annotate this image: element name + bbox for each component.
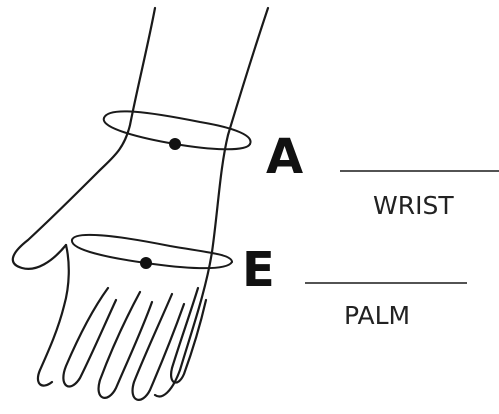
- palm-letter: E: [242, 242, 275, 298]
- palm-label-group: E PALM: [242, 242, 467, 330]
- forearm-left-edge: [13, 8, 155, 269]
- palm-measure-band: [72, 235, 232, 269]
- finger-ring: [133, 294, 184, 400]
- wrist-label-group: A WRIST: [266, 129, 499, 220]
- palm-caption: PALM: [344, 301, 410, 330]
- wrist-letter: A: [266, 129, 303, 185]
- wrist-point: [169, 138, 181, 150]
- wrist-caption: WRIST: [373, 191, 454, 220]
- finger-index: [63, 288, 116, 387]
- hand-outline: [13, 8, 268, 400]
- finger-middle: [99, 292, 152, 398]
- palm-point: [140, 257, 152, 269]
- palm-band-back: [72, 235, 232, 262]
- palm-band-front: [72, 240, 232, 268]
